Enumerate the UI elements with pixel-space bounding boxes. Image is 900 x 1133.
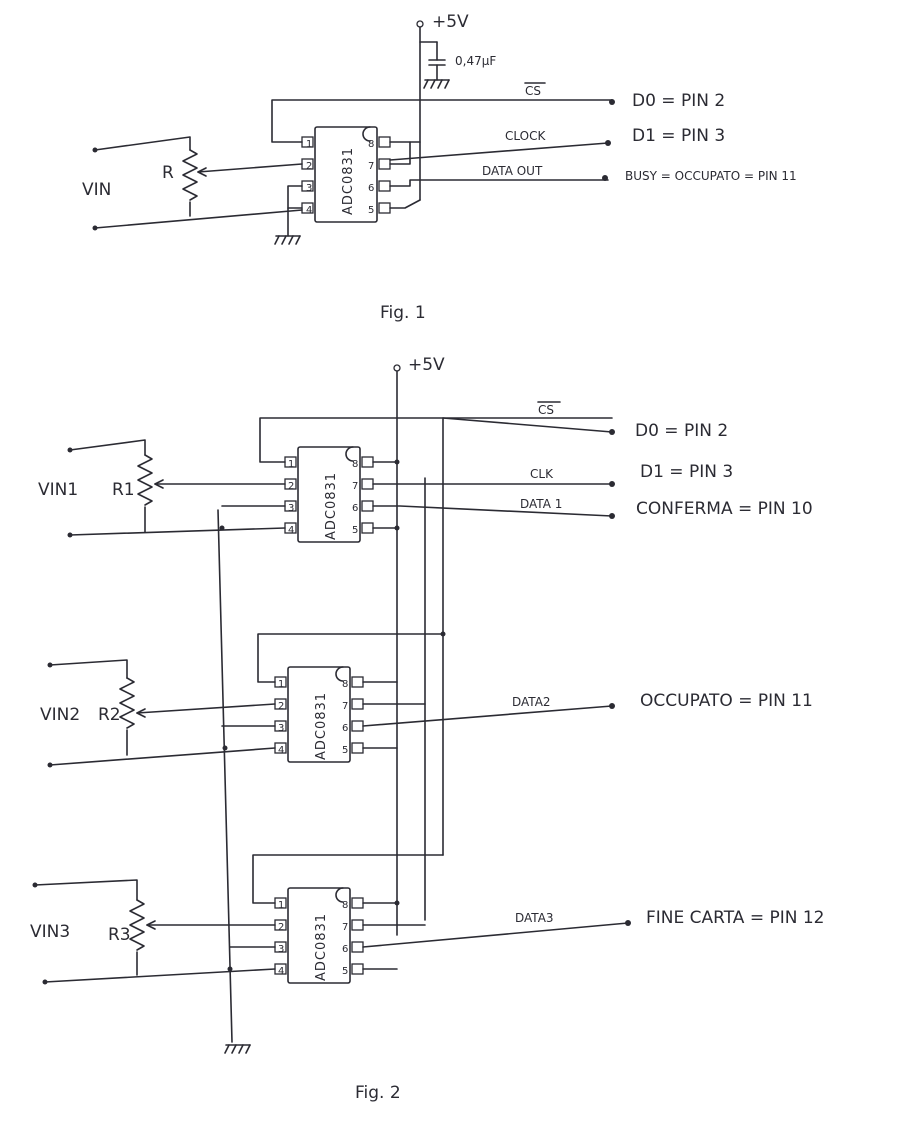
svg-text:3: 3 xyxy=(278,723,284,734)
fig2-vin2-bottom-terminal xyxy=(47,762,53,768)
svg-text:2: 2 xyxy=(306,161,312,172)
fig2-data2-output: OCCUPATO = PIN 11 xyxy=(640,691,813,711)
fig2-data1-signal: DATA 1 xyxy=(520,497,562,511)
fig1-pot-label: R xyxy=(162,163,174,183)
svg-text:3: 3 xyxy=(288,503,294,514)
svg-text:8: 8 xyxy=(342,679,348,690)
fig2-pot2-icon xyxy=(119,677,135,729)
svg-text:2: 2 xyxy=(278,922,284,933)
svg-text:1: 1 xyxy=(306,139,312,150)
fig2-pot3-icon xyxy=(129,899,145,951)
fig2-chip2-label: ADC0831 xyxy=(314,692,329,760)
fig2-vin1-top-terminal xyxy=(67,447,73,453)
fig2-vin2-label: VIN2 xyxy=(40,705,80,725)
svg-text:4: 4 xyxy=(278,966,284,977)
svg-text:2: 2 xyxy=(278,701,284,712)
fig2-supply-label: +5V xyxy=(408,355,445,375)
fig2-r3-label: R3 xyxy=(108,925,131,945)
fig2-chip3-label: ADC0831 xyxy=(314,913,329,981)
fig2-cs-signal: CS xyxy=(538,403,554,417)
fig1-cs-signal: CS xyxy=(525,84,541,98)
svg-text:6: 6 xyxy=(342,723,348,734)
fig1-circuit xyxy=(92,20,615,245)
fig2-ground-icon xyxy=(224,1044,251,1054)
fig1-data-terminal xyxy=(602,175,608,181)
fig2-data3-signal: DATA3 xyxy=(515,911,554,925)
fig1-data-output: BUSY = OCCUPATO = PIN 11 xyxy=(625,169,797,183)
fig2-data2-terminal xyxy=(609,703,615,709)
fig1-clock-terminal xyxy=(605,140,611,146)
svg-text:6: 6 xyxy=(352,503,358,514)
fig2-vin3-label: VIN3 xyxy=(30,922,70,942)
fig2-data1-output: CONFERMA = PIN 10 xyxy=(636,499,813,519)
fig2-pot1-icon xyxy=(137,454,153,506)
svg-text:7: 7 xyxy=(342,922,348,933)
fig1-cap-ground-icon xyxy=(423,79,450,89)
svg-text:1: 1 xyxy=(278,679,284,690)
fig1-chip-label: ADC0831 xyxy=(341,147,356,215)
svg-text:4: 4 xyxy=(306,205,312,216)
fig2-circuit xyxy=(32,364,631,1054)
fig1-vin-label: VIN xyxy=(82,180,111,200)
fig2-chip1-label: ADC0831 xyxy=(324,472,339,540)
fig2-data3-terminal xyxy=(625,920,631,926)
fig2-data2-signal: DATA2 xyxy=(512,695,551,709)
svg-text:5: 5 xyxy=(342,966,348,977)
svg-text:6: 6 xyxy=(368,183,374,194)
svg-text:4: 4 xyxy=(278,745,284,756)
fig2-vin1-label: VIN1 xyxy=(38,480,78,500)
svg-text:5: 5 xyxy=(368,205,374,216)
svg-text:6: 6 xyxy=(342,944,348,955)
fig2-caption: Fig. 2 xyxy=(355,1083,401,1103)
fig2-data3-output: FINE CARTA = PIN 12 xyxy=(646,908,825,928)
fig2-clk-terminal xyxy=(609,481,615,487)
svg-text:7: 7 xyxy=(368,161,374,172)
fig2-data1-terminal xyxy=(609,513,615,519)
fig1-clock-signal: CLOCK xyxy=(505,129,546,143)
fig1-clock-output: D1 = PIN 3 xyxy=(632,126,725,146)
svg-text:3: 3 xyxy=(278,944,284,955)
svg-text:5: 5 xyxy=(352,525,358,536)
svg-text:8: 8 xyxy=(352,459,358,470)
fig2-cs-output: D0 = PIN 2 xyxy=(635,421,728,441)
svg-text:3: 3 xyxy=(306,183,312,194)
fig1-supply-terminal xyxy=(416,20,424,28)
svg-text:8: 8 xyxy=(368,139,374,150)
fig2-clk-signal: CLK xyxy=(530,467,554,481)
fig1-cap-label: 0,47µF xyxy=(455,54,496,68)
fig2-supply-terminal xyxy=(393,364,401,372)
svg-text:4: 4 xyxy=(288,525,294,536)
fig1-caption: Fig. 1 xyxy=(380,303,426,323)
svg-text:1: 1 xyxy=(288,459,294,470)
fig2-vin3-top-terminal xyxy=(32,882,38,888)
fig2-vin2-top-terminal xyxy=(47,662,53,668)
svg-text:5: 5 xyxy=(342,745,348,756)
fig1-cs-terminal xyxy=(609,99,615,105)
fig1-potentiometer-icon xyxy=(182,149,198,201)
fig2-vin3-bottom-terminal xyxy=(42,979,48,985)
svg-text:7: 7 xyxy=(342,701,348,712)
svg-text:7: 7 xyxy=(352,481,358,492)
fig2-r2-label: R2 xyxy=(98,705,121,725)
fig1-cs-output: D0 = PIN 2 xyxy=(632,91,725,111)
svg-text:2: 2 xyxy=(288,481,294,492)
fig2-vin1-bottom-terminal xyxy=(67,532,73,538)
fig1-supply-label: +5V xyxy=(432,12,469,32)
fig1-ground-icon xyxy=(274,235,301,245)
fig2-r1-label: R1 xyxy=(112,480,135,500)
fig2-clk-output: D1 = PIN 3 xyxy=(640,462,733,482)
fig1-data-signal: DATA OUT xyxy=(482,164,543,178)
svg-text:1: 1 xyxy=(278,900,284,911)
svg-text:8: 8 xyxy=(342,900,348,911)
